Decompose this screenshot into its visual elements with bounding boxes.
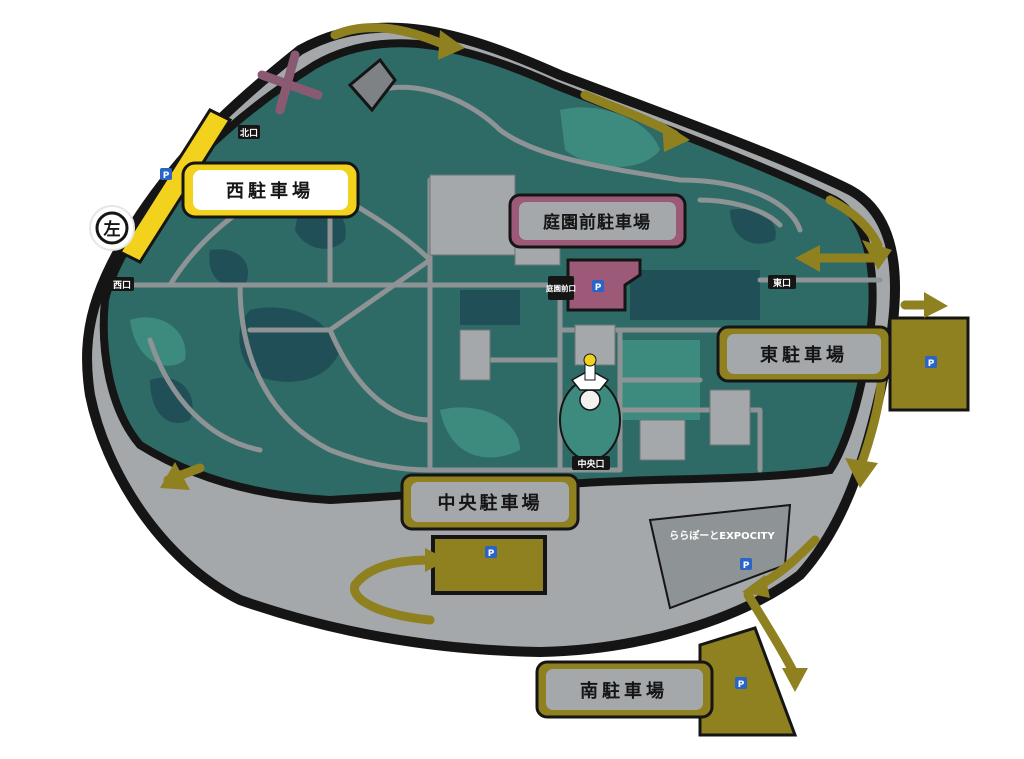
- svg-text:東口: 東口: [773, 277, 791, 289]
- arrow-head-west-lower: [160, 462, 190, 490]
- buildings: [429, 174, 751, 461]
- garden-patches: [150, 199, 776, 424]
- svg-text:庭園前駐車場: 庭園前駐車場: [543, 212, 651, 233]
- west-parking-area: [117, 108, 233, 264]
- east-parking-label: 東駐車場: [716, 325, 892, 383]
- arrow-head-north: [438, 30, 465, 60]
- parking-icon: [592, 280, 604, 292]
- north-building: [347, 57, 397, 113]
- gate-east: 東口: [768, 275, 796, 289]
- parking-icon: [485, 546, 497, 558]
- gate-teien: 庭園前口: [546, 276, 576, 300]
- teien-parking-label: 庭園前駐車場: [508, 193, 687, 249]
- central-parking-area: [431, 535, 547, 595]
- arrow-head-central: [425, 548, 448, 572]
- arrow-head-east-entry: [795, 245, 820, 272]
- arrow-head-south: [782, 668, 808, 692]
- parking-icon: [925, 356, 937, 368]
- svg-text:西駐車場: 西駐車場: [226, 180, 314, 202]
- arrow-heads: [160, 30, 948, 692]
- svg-text:北口: 北口: [240, 127, 258, 139]
- svg-text:左: 左: [104, 219, 121, 240]
- arrow-head-north-east: [662, 122, 690, 152]
- left-turn-badge: 左: [89, 205, 135, 251]
- svg-text:南駐車場: 南駐車場: [580, 680, 668, 702]
- arrow-head-east-right: [924, 292, 948, 318]
- parking-icon: [735, 677, 747, 689]
- arrow-north: [330, 23, 450, 50]
- central-parking-label: 中央駐車場: [400, 473, 580, 531]
- svg-text:中央駐車場: 中央駐車場: [438, 492, 543, 514]
- parking-icon-label: P: [928, 359, 935, 369]
- closed-route-mark: [257, 50, 323, 115]
- parking-icon-label: P: [738, 680, 745, 690]
- south-parking-label: 南駐車場: [535, 660, 714, 719]
- svg-text:庭園前口: 庭園前口: [546, 283, 576, 293]
- parking-icon-label: P: [163, 171, 170, 181]
- parking-icon-label: P: [488, 549, 495, 559]
- gate-north: 北口: [238, 125, 260, 139]
- svg-text:東駐車場: 東駐車場: [760, 344, 848, 366]
- gate-west: 西口: [110, 277, 134, 291]
- arrow-south-side: [760, 535, 820, 587]
- parking-icon: [160, 168, 172, 180]
- west-parking-label: 西駐車場: [181, 161, 360, 219]
- arrow-head-east-upper: [862, 240, 892, 270]
- parking-icon-label: P: [595, 283, 602, 293]
- lalaport-label: ららぽーとEXPOCITY: [669, 529, 775, 542]
- arrow-head-east-lower: [845, 458, 878, 488]
- gate-central: 中央口: [572, 456, 610, 470]
- parking-icon: [740, 558, 752, 570]
- parking-icon-label: P: [743, 561, 750, 571]
- svg-text:西口: 西口: [113, 280, 131, 291]
- arrow-central: [350, 555, 435, 625]
- arrow-east-upper: [825, 195, 883, 250]
- arrow-head-south-side: [742, 575, 770, 598]
- tower-of-the-sun-icon: [559, 353, 621, 461]
- arrow-east-lower: [855, 370, 887, 473]
- svg-text:中央口: 中央口: [577, 458, 604, 470]
